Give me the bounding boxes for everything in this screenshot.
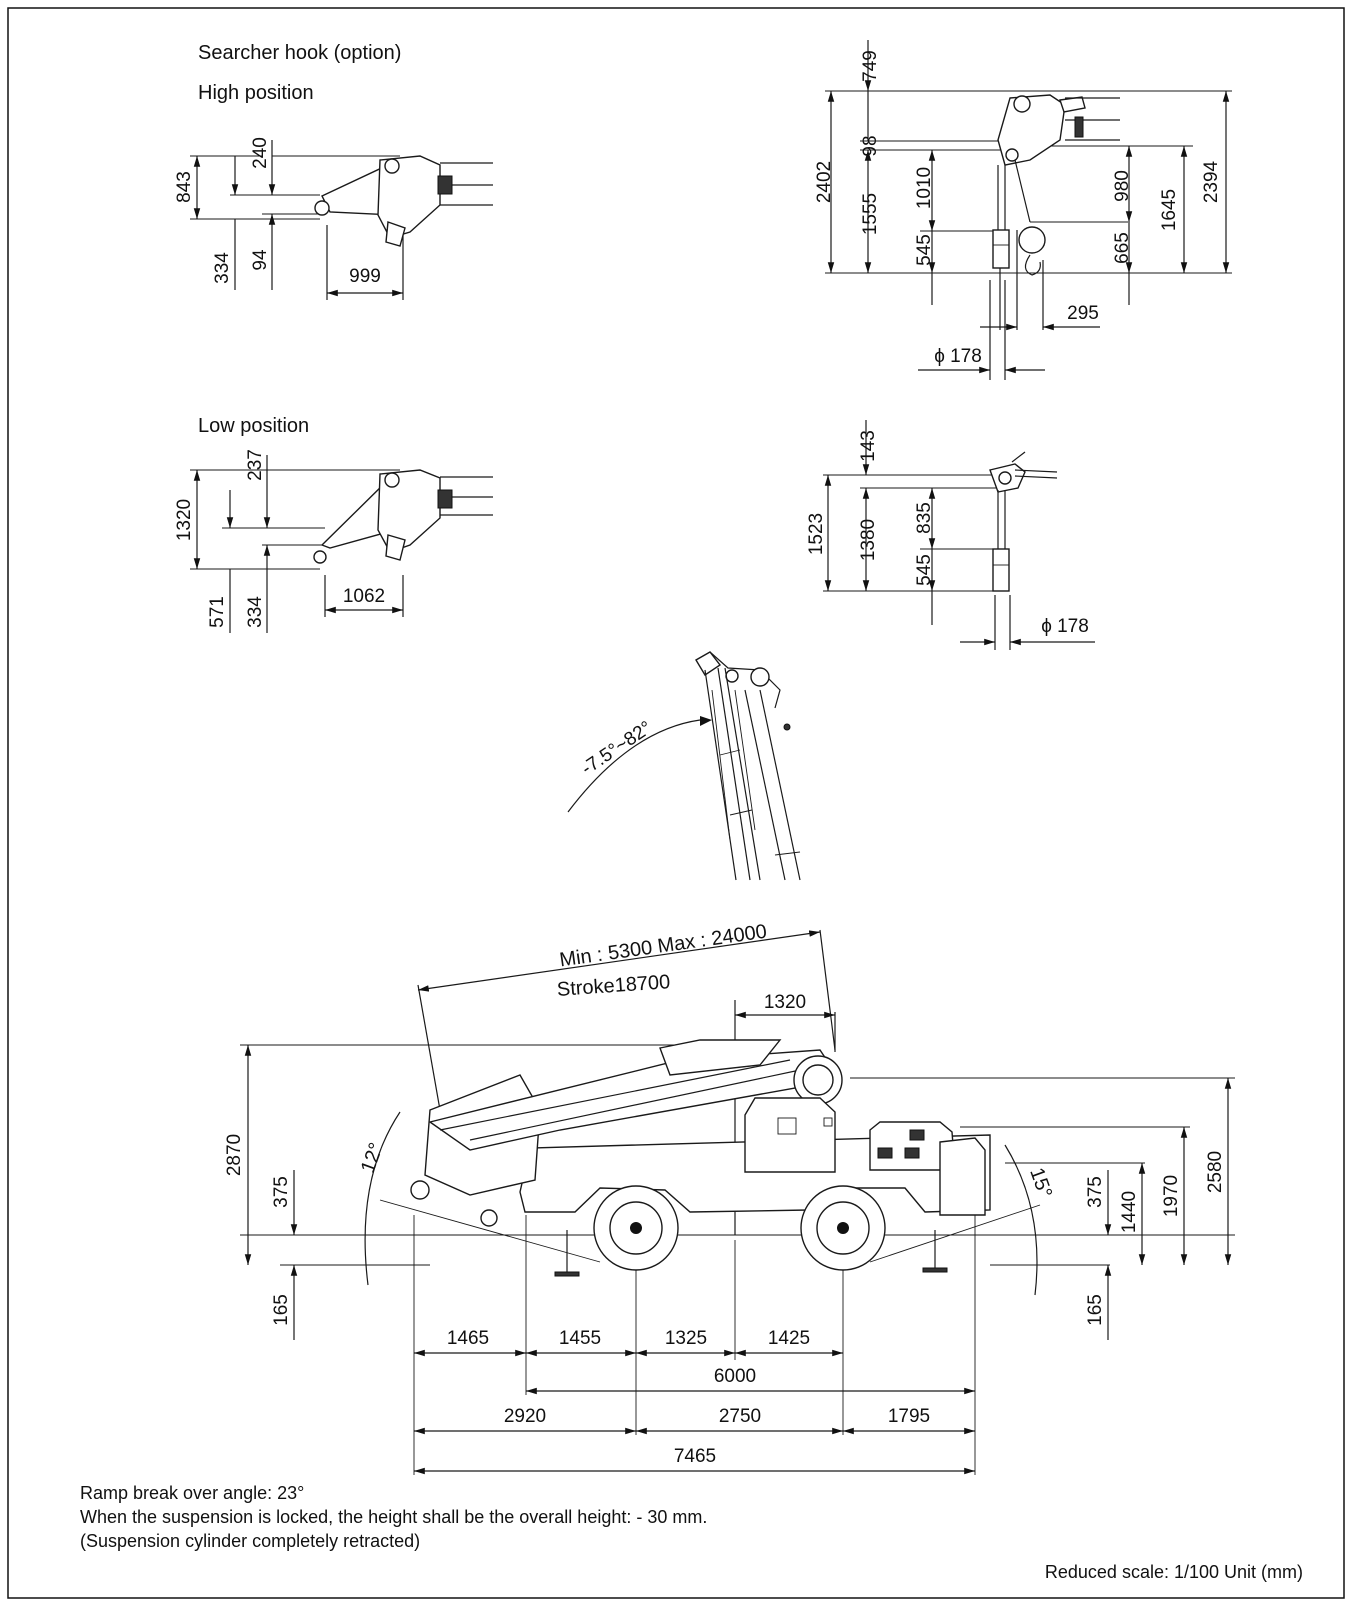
- dim-2402: 2402: [814, 161, 835, 203]
- dim-1425: 1425: [768, 1328, 810, 1349]
- dim-545-high: 545: [914, 234, 935, 266]
- sheet-border: [7, 7, 1345, 1599]
- front-wheel: [593, 1185, 679, 1271]
- boom-stroke: Stroke18700: [556, 971, 671, 1001]
- dim-334: 334: [212, 252, 233, 284]
- dim-375-left: 375: [271, 1176, 292, 1208]
- dim-2920: 2920: [504, 1406, 546, 1427]
- dim-1795: 1795: [888, 1406, 930, 1427]
- note-suspension: When the suspension is locked, the heigh…: [80, 1507, 707, 1527]
- dim-545-low: 545: [914, 554, 935, 586]
- dim-1010: 1010: [914, 167, 935, 209]
- note-scale: Reduced scale: 1/100 Unit (mm): [1045, 1562, 1303, 1582]
- dim-1440: 1440: [1119, 1191, 1140, 1233]
- dim-phi-178-low: ϕ 178: [1041, 616, 1089, 637]
- dim-1555: 1555: [860, 193, 881, 235]
- dim-2394: 2394: [1201, 160, 1222, 203]
- high-position-title: High position: [198, 82, 314, 104]
- dim-2580: 2580: [1205, 1151, 1226, 1193]
- dim-143: 143: [858, 430, 879, 462]
- dim-1645: 1645: [1159, 189, 1180, 231]
- dim-240: 240: [250, 137, 271, 169]
- dim-phi-178-high: ϕ 178: [934, 346, 982, 367]
- boom-length: Min : 5300 Max : 24000: [558, 921, 768, 972]
- hook-low-view: 143 1523 1380 835 545 ϕ 178: [806, 420, 1095, 650]
- dim-749: 749: [860, 50, 881, 82]
- boom-angle-range: -7.5°~82°: [578, 717, 656, 779]
- hook-high-view: 749 98 2402 1555 1010 545 980 665 1645 2…: [814, 40, 1232, 380]
- dim-237: 237: [245, 449, 266, 481]
- dim-98: 98: [860, 135, 881, 156]
- note-cylinder: (Suspension cylinder completely retracte…: [80, 1531, 420, 1551]
- dim-1455: 1455: [559, 1328, 601, 1349]
- approach-angle: 12°: [357, 1140, 388, 1176]
- dim-7465: 7465: [674, 1446, 716, 1467]
- boom-raised-view: -7.5°~82°: [567, 651, 801, 881]
- searcher-hook-title: Searcher hook (option): [198, 42, 401, 64]
- dim-6000: 6000: [714, 1366, 756, 1387]
- note-ramp-angle: Ramp break over angle: 23°: [80, 1483, 304, 1503]
- low-position-title: Low position: [198, 415, 309, 437]
- dim-1970: 1970: [1161, 1175, 1182, 1217]
- dim-843: 843: [174, 171, 195, 203]
- low-position-view: 1320 237 571 334 1062: [174, 449, 493, 633]
- dim-165-left: 165: [271, 1294, 292, 1326]
- dim-980: 980: [1112, 170, 1133, 202]
- dim-334-low: 334: [245, 596, 266, 628]
- rear-wheel: [800, 1185, 886, 1271]
- dim-835: 835: [914, 502, 935, 534]
- departure-angle: 15°: [1025, 1165, 1056, 1201]
- dim-571: 571: [207, 596, 228, 628]
- dim-1320-top: 1320: [764, 992, 806, 1013]
- dim-1523: 1523: [806, 513, 827, 555]
- dim-375-right: 375: [1085, 1176, 1106, 1208]
- dim-94: 94: [250, 249, 271, 271]
- vehicle-side-view: Min : 5300 Max : 24000 Stroke18700 1320 …: [224, 921, 1235, 1475]
- dim-2750: 2750: [719, 1406, 761, 1427]
- dim-2870: 2870: [224, 1134, 245, 1176]
- dim-165-right: 165: [1085, 1294, 1106, 1326]
- high-position-view: 843 240 334 94 999: [174, 137, 493, 300]
- dim-1465: 1465: [447, 1328, 489, 1349]
- dim-295: 295: [1067, 303, 1099, 324]
- dim-999: 999: [349, 266, 381, 287]
- dim-1320-low: 1320: [174, 499, 195, 541]
- dim-1062: 1062: [343, 586, 385, 607]
- dim-1325: 1325: [665, 1328, 707, 1349]
- dim-1380: 1380: [858, 519, 879, 561]
- dim-665: 665: [1112, 232, 1133, 264]
